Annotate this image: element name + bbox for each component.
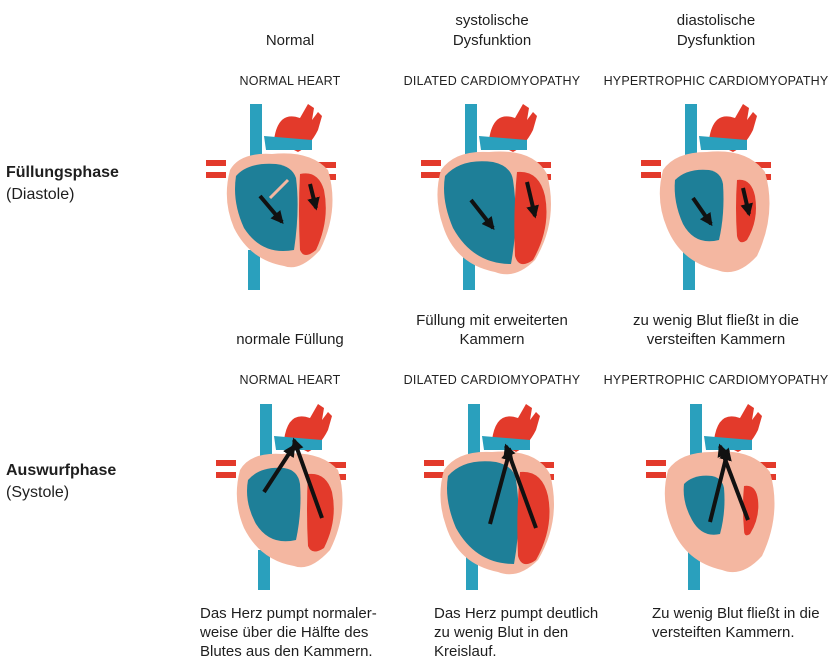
row-subtitle-ejection: (Systole): [6, 482, 116, 504]
caption-hypertrophic-ejection: Zu wenig Blut fließt in die versteiften …: [652, 604, 820, 642]
label-dilated-top: DILATED CARDIOMYOPATHY: [372, 74, 612, 88]
caption-normal-filling: normale Füllung: [180, 330, 400, 349]
row-title-filling: Füllungsphase: [6, 162, 119, 184]
normal-heart-systole-illustration: [210, 400, 360, 600]
row-subtitle-filling: (Diastole): [6, 184, 119, 206]
caption-normal-ejection: Das Herz pumpt normaler- weise über die …: [200, 604, 377, 661]
column-heading-normal: Normal: [180, 31, 400, 51]
caption-dilated-filling: Füllung mit erweiterten Kammern: [382, 311, 602, 349]
row-title-ejection: Auswurfphase: [6, 460, 116, 482]
hypertrophic-heart-systole-illustration: [640, 400, 790, 600]
row-label-ejection: Auswurfphase (Systole): [6, 460, 116, 504]
normal-heart-diastole-illustration: [200, 100, 350, 300]
dilated-heart-diastole-illustration: [415, 100, 565, 300]
column-heading-systolic: systolische Dysfunktion: [382, 11, 602, 51]
column-heading-diastolic: diastolische Dysfunktion: [606, 11, 826, 51]
caption-dilated-ejection: Das Herz pumpt deutlich zu wenig Blut in…: [434, 604, 598, 661]
label-hypertrophic-top: HYPERTROPHIC CARDIOMYOPATHY: [596, 74, 836, 88]
dilated-heart-systole-illustration: [418, 400, 568, 600]
caption-hypertrophic-filling: zu wenig Blut fließt in die versteiften …: [606, 311, 826, 349]
hypertrophic-heart-diastole-illustration: [635, 100, 785, 300]
row-label-filling: Füllungsphase (Diastole): [6, 162, 119, 206]
label-dilated-bottom: DILATED CARDIOMYOPATHY: [372, 373, 612, 387]
label-hypertrophic-bottom: HYPERTROPHIC CARDIOMYOPATHY: [596, 373, 836, 387]
